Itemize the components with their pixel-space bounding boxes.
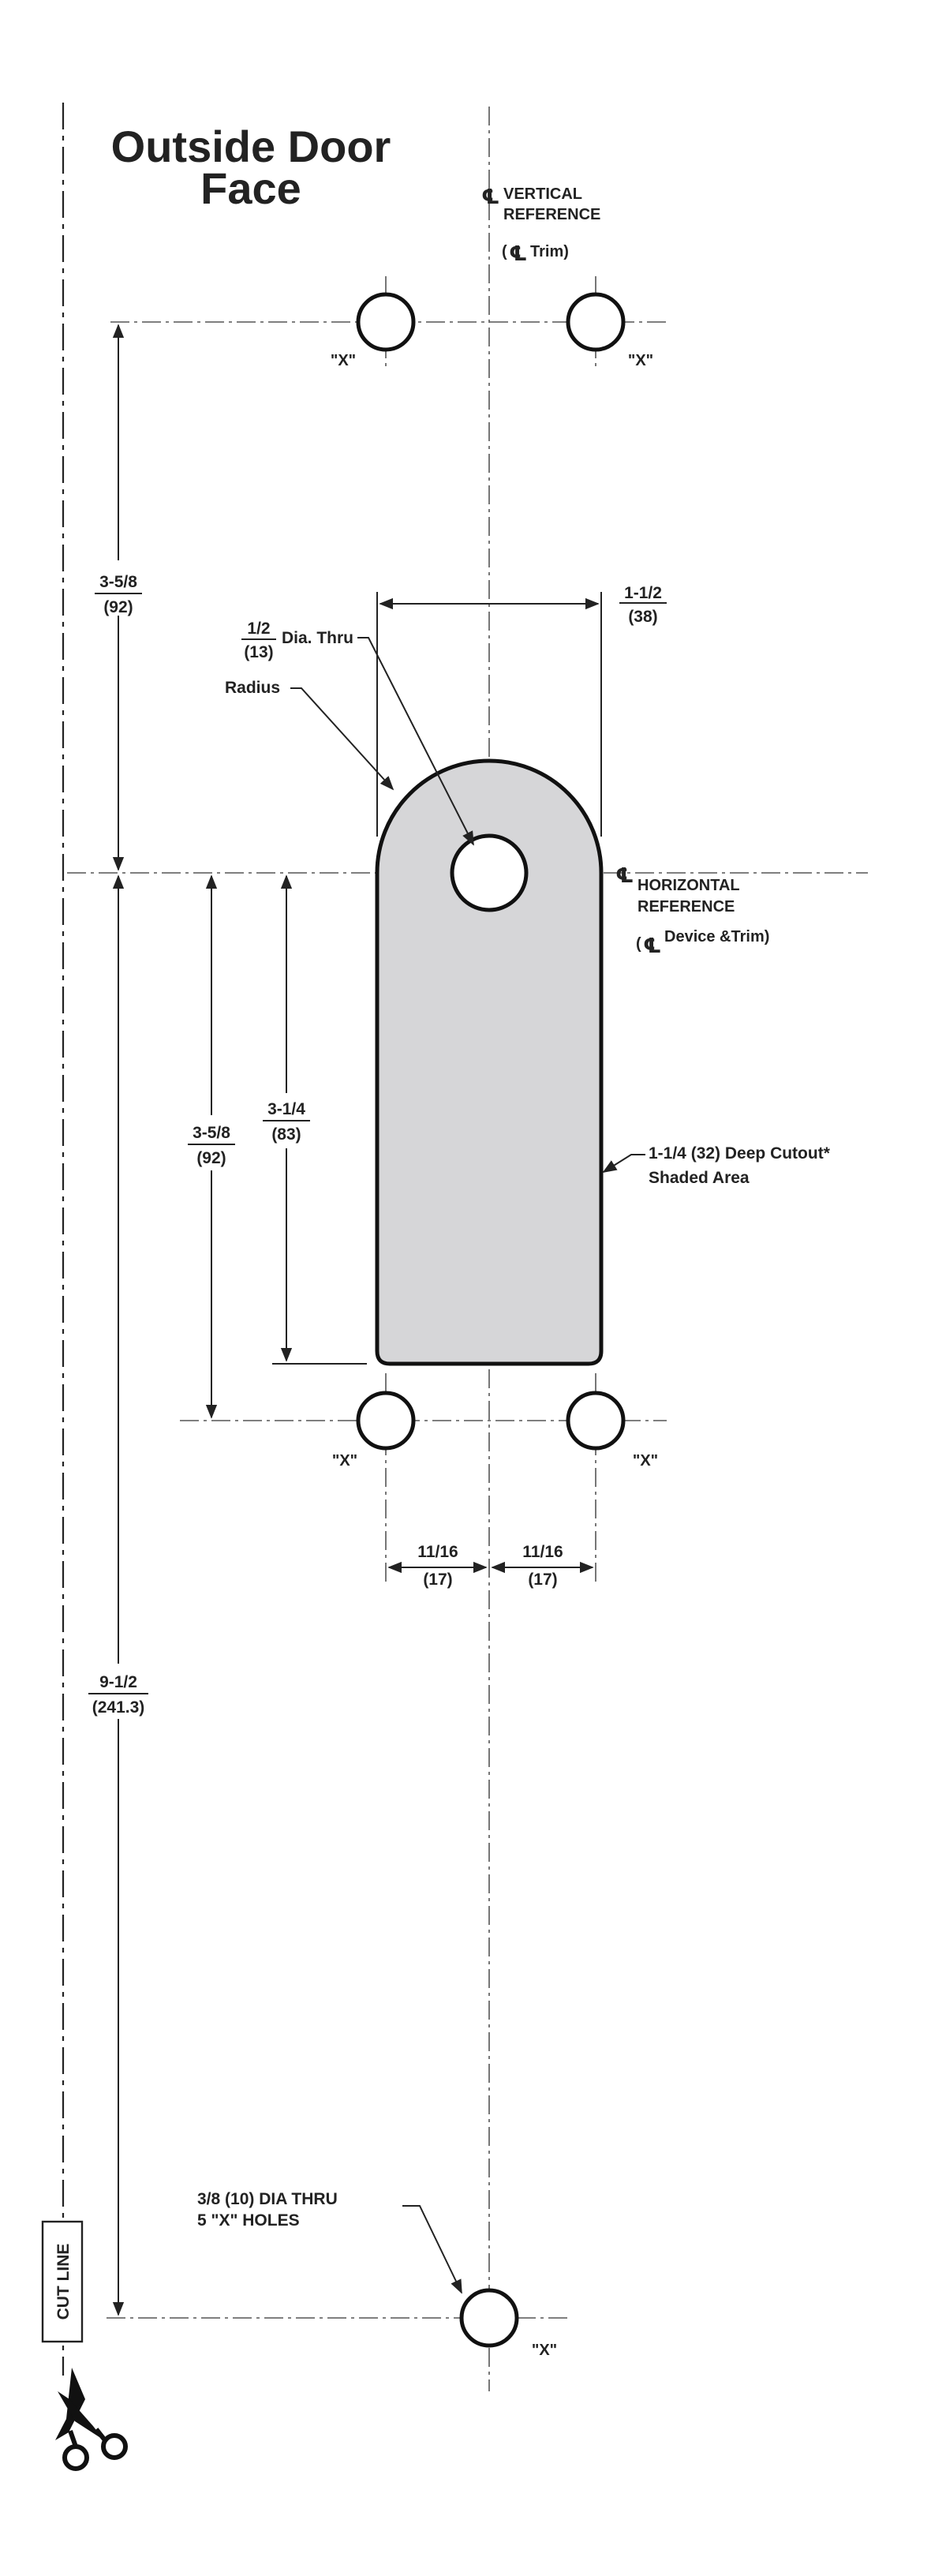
svg-text:3/8 (10) DIA THRU: 3/8 (10) DIA THRU: [197, 2190, 338, 2208]
svg-text:11/16: 11/16: [522, 1543, 563, 1561]
vertical-reference-label: ℄ VERTICAL REFERENCE ( ℄ Trim): [481, 185, 600, 266]
cut-line-label: CUT LINE: [41, 2220, 84, 2343]
svg-text:VERTICAL: VERTICAL: [503, 185, 582, 203]
deep-cutout: [375, 758, 604, 1366]
hole-x-top-right: [566, 292, 626, 352]
dim-overall-height: 9-1/2 (241.3): [83, 874, 154, 2316]
page-title-line1: Outside Door: [111, 122, 391, 171]
svg-text:Trim): Trim): [530, 243, 569, 260]
hole-mark-top-left: "X": [331, 352, 356, 369]
svg-text:1-1/4 (32) Deep Cutout*: 1-1/4 (32) Deep Cutout*: [649, 1144, 831, 1163]
svg-text:℄: ℄: [615, 864, 634, 888]
svg-text:REFERENCE: REFERENCE: [503, 206, 600, 223]
hole-mark-bottom-right: "X": [633, 1452, 658, 1470]
svg-text:(241.3): (241.3): [92, 1698, 145, 1717]
svg-text:REFERENCE: REFERENCE: [637, 898, 735, 915]
horizontal-reference-label: ℄ HORIZONTAL REFERENCE ( ℄ Device &Trim): [615, 864, 769, 958]
hole-mark-top-right: "X": [628, 352, 653, 369]
holes-note: 3/8 (10) DIA THRU 5 "X" HOLES: [197, 2190, 462, 2294]
dim-lower-inner: 3-1/4 (83): [262, 874, 367, 1365]
center-hole-callout: 1/2 (13) Dia. Thru: [241, 620, 474, 846]
svg-text:(17): (17): [528, 1571, 557, 1589]
svg-text:HORIZONTAL: HORIZONTAL: [637, 877, 740, 894]
svg-text:(38): (38): [628, 608, 657, 626]
svg-text:9-1/2: 9-1/2: [99, 1673, 137, 1691]
svg-text:Shaded Area: Shaded Area: [649, 1169, 750, 1187]
hole-x-top-left: [356, 292, 416, 352]
svg-text:(17): (17): [423, 1571, 452, 1589]
svg-text:1/2: 1/2: [247, 620, 270, 638]
dim-cutout-width: 1-1/2 (38): [376, 584, 667, 837]
dim-left-spacing: 11/16 (17): [387, 1543, 488, 1589]
svg-text:5 "X" HOLES: 5 "X" HOLES: [197, 2211, 300, 2230]
svg-text:1-1/2: 1-1/2: [624, 584, 662, 602]
hole-x-bottom-left: [356, 1391, 416, 1451]
dim-right-spacing: 11/16 (17): [491, 1543, 594, 1589]
dim-top-vertical: 3-5/8 (92): [88, 324, 142, 871]
center-thru-hole: [450, 833, 529, 912]
svg-text:Device &Trim): Device &Trim): [664, 928, 769, 945]
svg-text:3-5/8: 3-5/8: [193, 1124, 230, 1142]
svg-text:℄: ℄: [509, 242, 527, 266]
svg-text:(83): (83): [271, 1125, 301, 1144]
hole-mark-lowest: "X": [532, 2342, 557, 2359]
hole-x-lowest: [459, 2288, 519, 2348]
svg-text:Radius: Radius: [225, 679, 280, 697]
page-title-line2: Face: [200, 163, 301, 213]
svg-text:Dia. Thru: Dia. Thru: [282, 629, 353, 647]
svg-text:3-5/8: 3-5/8: [99, 573, 137, 591]
svg-text:℄: ℄: [481, 185, 499, 209]
cutout-note: 1-1/4 (32) Deep Cutout* Shaded Area: [602, 1144, 831, 1187]
svg-text:3-1/4: 3-1/4: [267, 1100, 305, 1118]
svg-text:(: (: [636, 935, 641, 953]
svg-text:(92): (92): [103, 598, 133, 616]
radius-callout: Radius: [225, 679, 394, 791]
svg-text:11/16: 11/16: [417, 1543, 458, 1561]
hole-mark-bottom-left: "X": [332, 1452, 357, 1470]
hole-x-bottom-right: [566, 1391, 626, 1451]
svg-text:CUT LINE: CUT LINE: [54, 2244, 73, 2320]
svg-text:(13): (13): [244, 643, 273, 661]
dim-lower-outer: 3-5/8 (92): [186, 874, 237, 1419]
scissors-icon: [55, 2368, 128, 2471]
svg-text:℄: ℄: [643, 934, 661, 958]
svg-text:(92): (92): [196, 1149, 226, 1167]
svg-text:(: (: [502, 243, 507, 260]
